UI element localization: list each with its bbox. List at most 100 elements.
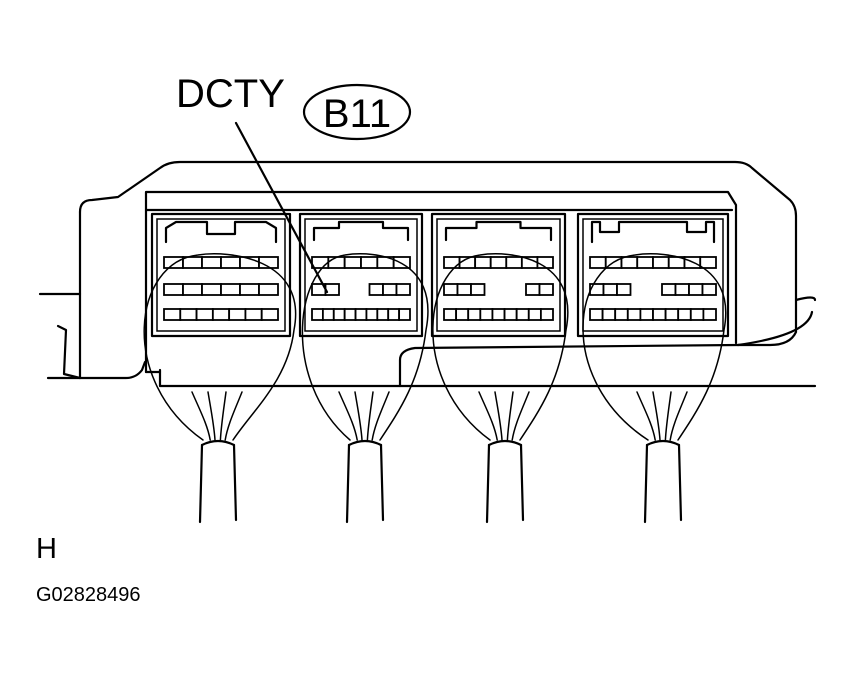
pin-cavity xyxy=(539,308,554,321)
harness-4 xyxy=(582,253,727,524)
wire-loop xyxy=(301,253,429,441)
wire xyxy=(338,391,358,441)
pin-cavity xyxy=(455,308,470,321)
pin-cavity xyxy=(443,308,458,321)
cable-bundle xyxy=(345,443,385,524)
pin-cavity xyxy=(382,283,398,296)
pin-cavity xyxy=(201,283,222,296)
pin-cavity xyxy=(392,256,411,269)
pin-cavity xyxy=(260,308,279,321)
pin-cavity xyxy=(163,308,182,321)
pin-cavity xyxy=(491,308,506,321)
wire xyxy=(478,391,498,441)
connector-1 xyxy=(150,212,292,338)
wire xyxy=(207,391,216,441)
wire xyxy=(636,391,656,441)
dcty-leader-line xyxy=(234,121,329,294)
pin-cavity xyxy=(163,256,184,269)
wire xyxy=(506,391,514,441)
connector-inner-wall xyxy=(436,218,561,332)
connector-3 xyxy=(430,212,567,338)
harness-1 xyxy=(143,253,297,524)
pin-cavity xyxy=(589,256,607,269)
pin-cavity xyxy=(652,256,670,269)
pin-cavity xyxy=(470,283,486,296)
locking-tab xyxy=(312,220,410,242)
pin-cavity xyxy=(321,308,335,321)
wire xyxy=(224,391,243,441)
pin-cavity xyxy=(220,256,241,269)
pin-cavity xyxy=(365,308,379,321)
pin-cavity xyxy=(354,308,368,321)
pin-cavity xyxy=(343,308,357,321)
pin-cavity xyxy=(311,256,330,269)
pin-cavity xyxy=(479,308,494,321)
wire-loop xyxy=(582,253,727,441)
pin-cavity xyxy=(626,308,642,321)
connector-body xyxy=(298,212,424,338)
wire xyxy=(354,391,363,441)
pin-cavity xyxy=(639,308,654,321)
pin-cavity xyxy=(179,308,198,321)
pin-cavity xyxy=(456,283,472,296)
connector-body xyxy=(430,212,567,338)
locking-tab xyxy=(444,220,553,242)
pin-cavity xyxy=(664,308,680,321)
ecu-housing xyxy=(38,160,817,388)
wire xyxy=(191,391,211,441)
pin-cavity xyxy=(324,283,340,296)
pin-cavity xyxy=(343,256,362,269)
pin-cavity xyxy=(527,308,542,321)
pin-cavity xyxy=(443,256,461,269)
pin-cavity xyxy=(332,308,346,321)
pin-cavity xyxy=(503,308,518,321)
pin-cavity xyxy=(395,283,411,296)
pin-cavity xyxy=(195,308,214,321)
pin-cavity xyxy=(368,283,384,296)
pin-cavity xyxy=(327,256,346,269)
pin-cavity xyxy=(620,256,639,269)
pin-cavity xyxy=(699,256,717,269)
view-letter: H xyxy=(36,533,57,565)
dcty-label: DCTY xyxy=(176,72,285,116)
cable-bundle xyxy=(198,443,238,524)
connector-code-label: B11 xyxy=(323,92,391,136)
pin-cavity xyxy=(652,308,667,321)
pin-cavity xyxy=(201,256,222,269)
cable-bundle xyxy=(485,443,525,524)
wire xyxy=(494,391,503,441)
pin-cavity xyxy=(602,283,618,296)
pin-cavity xyxy=(674,283,690,296)
pin-cavity xyxy=(211,308,231,321)
pin-cavity xyxy=(525,283,541,296)
wire xyxy=(664,391,672,441)
harness-2 xyxy=(301,253,429,524)
pin-cavity xyxy=(616,283,632,296)
wire xyxy=(219,391,227,441)
wire xyxy=(371,391,390,441)
pin-cavity xyxy=(661,283,677,296)
pin-cavity xyxy=(505,256,523,269)
pin-cavity xyxy=(538,283,554,296)
connector-frame xyxy=(144,190,738,374)
pin-cavity xyxy=(701,283,717,296)
pin-cavity xyxy=(443,283,459,296)
pin-cavity xyxy=(702,308,717,321)
pin-cavity xyxy=(244,308,263,321)
pin-cavity xyxy=(311,308,324,321)
cable-bundle-top xyxy=(347,439,383,447)
wire-harnesses xyxy=(143,253,727,524)
wire-loop xyxy=(432,253,569,441)
pin-cavity xyxy=(182,256,203,269)
wire xyxy=(511,391,530,441)
wire xyxy=(652,391,661,441)
pin-cavity xyxy=(589,308,604,321)
pin-cavity xyxy=(515,308,530,321)
pin-cavity xyxy=(689,308,705,321)
connector-code-oval xyxy=(302,83,412,141)
pin-cavity xyxy=(228,308,247,321)
cable-bundle-top xyxy=(487,439,523,447)
wire xyxy=(366,391,374,441)
pin-cavity xyxy=(387,308,401,321)
